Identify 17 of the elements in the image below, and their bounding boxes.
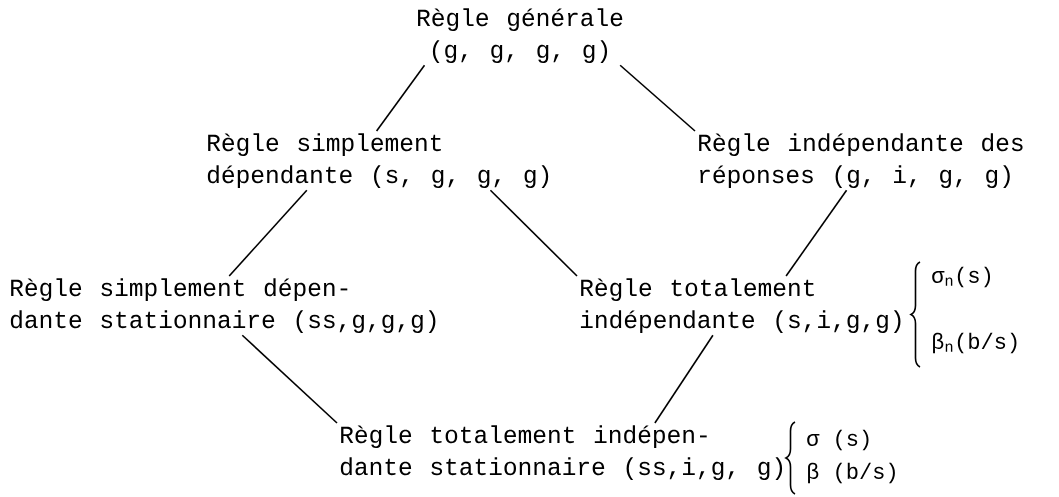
rule-label: Règle totalement indépen- dante stationnaire (ss,i,g, g) bbox=[340, 425, 783, 480]
rule-label: Règle totalement indépendante (s,i,g,g) bbox=[580, 278, 901, 333]
connector-line bbox=[654, 334, 714, 424]
connector-line bbox=[619, 64, 696, 132]
rule-label: Règle simplement dépen- dante stationnaire (ss,g,g,g) bbox=[10, 278, 436, 333]
parameter-label: σ (s) bbox=[807, 429, 869, 451]
parameter-label: β$_{n}$(b/s) bbox=[933, 332, 1017, 354]
connector-line bbox=[375, 64, 426, 132]
connector-line bbox=[489, 189, 578, 277]
rule-label: Règle générale (g, g, g, g) bbox=[418, 8, 623, 63]
parameter-label: σ$_{n}$(s) bbox=[932, 266, 991, 288]
rule-label: Règle simplement dépendante (s, g, g, g) bbox=[207, 133, 549, 188]
rule-label: Règle indépendante des réponses (g, i, g, g) bbox=[699, 133, 1023, 188]
parameter-label: β (b/s) bbox=[808, 462, 895, 484]
connector-line bbox=[785, 189, 848, 277]
connector-line bbox=[228, 189, 308, 277]
connector-line bbox=[241, 334, 338, 424]
